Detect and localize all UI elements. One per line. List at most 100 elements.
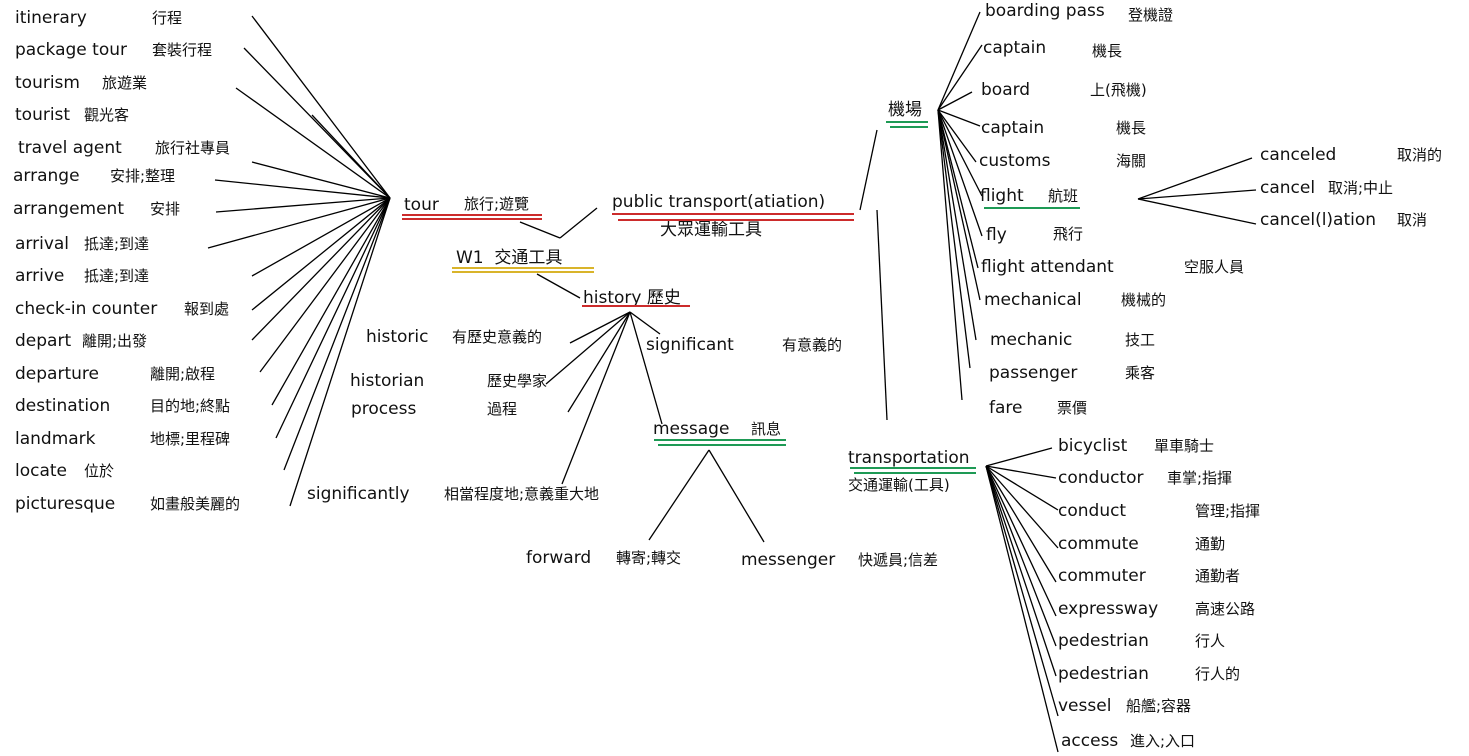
airport-word-translation: 海關: [1116, 152, 1147, 170]
tour-word: tourist: [15, 105, 71, 125]
tour-word-translation: 套裝行程: [152, 41, 213, 59]
history-word: significantly: [307, 484, 410, 504]
airport-word-translation: 登機證: [1128, 6, 1174, 24]
history-hub: history 歷史: [583, 288, 681, 308]
message-hub: message: [653, 419, 730, 439]
message-word: messenger: [741, 550, 836, 570]
airport-word: captain: [983, 38, 1047, 58]
tour-word-translation: 抵達;到達: [84, 235, 150, 253]
airport-word-translation: 機長: [1092, 42, 1123, 60]
tour-word-translation: 旅行社專員: [155, 139, 231, 157]
airport-hub: 機場: [888, 100, 922, 120]
message-underline-2: [658, 444, 786, 446]
flight-word-translation: 取消的: [1397, 146, 1443, 164]
transportation-word: conductor: [1058, 468, 1144, 488]
airport-word: boarding pass: [985, 1, 1105, 21]
message-word-translation: 轉寄;轉交: [616, 549, 682, 567]
tour-word: package tour: [15, 40, 128, 60]
airport-word: customs: [979, 151, 1051, 171]
transportation-underline-2: [854, 472, 976, 474]
tour-word-translation: 地標;里程碑: [150, 430, 231, 448]
tour-word: arrival: [15, 234, 70, 254]
flight-hub-translation: 航班: [1048, 187, 1079, 205]
airport-word-translation: 飛行: [1053, 225, 1084, 243]
airport-word: flight attendant: [981, 257, 1114, 277]
airport-word: board: [981, 80, 1031, 100]
transportation-word-translation: 行人的: [1195, 665, 1241, 683]
tour-word-translation: 安排;整理: [110, 167, 176, 185]
flight-hub: flight: [980, 186, 1024, 206]
tour-word-translation: 離開;啟程: [150, 365, 216, 383]
flight-word: cancel(l)ation: [1260, 210, 1377, 230]
public-transport-underline: [612, 213, 854, 215]
airport-word: mechanic: [990, 330, 1073, 350]
tour-word-translation: 觀光客: [84, 106, 130, 124]
tour-word: departure: [15, 364, 99, 384]
tour-word: depart: [15, 331, 72, 351]
transportation-word-translation: 通勤: [1195, 535, 1226, 553]
map-title: W1 交通工具: [456, 248, 563, 268]
transportation-word: commuter: [1058, 566, 1146, 586]
connector-lines: [207, 11, 1257, 753]
transportation-word-translation: 單車騎士: [1154, 437, 1215, 455]
transportation-word: conduct: [1058, 501, 1127, 521]
public-transport-hub: public transport(atiation): [612, 192, 826, 212]
transportation-word: expressway: [1058, 599, 1159, 619]
history-word-translation: 歷史學家: [487, 372, 548, 390]
transportation-word-translation: 進入;入口: [1130, 732, 1196, 750]
flight-word-translation: 取消;中止: [1328, 179, 1394, 197]
flight-word-translation: 取消: [1397, 211, 1428, 229]
airport-word-translation: 乘客: [1125, 364, 1156, 382]
airport-word-translation: 空服人員: [1184, 258, 1245, 276]
transportation-translation: 交通運輸(工具): [848, 476, 950, 494]
tour-hub-translation: 旅行;遊覽: [464, 195, 530, 213]
airport-word: fly: [986, 225, 1007, 245]
public-transport-underline-2: [618, 219, 854, 221]
transportation-word: pedestrian: [1058, 664, 1149, 684]
tour-word-translation: 行程: [152, 9, 183, 27]
airport-word-translation: 機長: [1116, 119, 1147, 137]
tour-word: locate: [15, 461, 68, 481]
tour-word-translation: 離開;出發: [82, 332, 148, 350]
airport-word: captain: [981, 118, 1045, 138]
tour-word: arrive: [15, 266, 65, 286]
tour-word-translation: 目的地;終點: [150, 397, 231, 415]
tour-word: tourism: [15, 73, 80, 93]
message-hub-translation: 訊息: [751, 420, 782, 438]
tour-word-translation: 如畫般美麗的: [150, 495, 241, 513]
history-word: process: [351, 399, 417, 419]
airport-word: passenger: [989, 363, 1078, 383]
tour-word: itinerary: [15, 8, 87, 28]
flight-underline: [984, 207, 1080, 209]
history-word-translation: 相當程度地;意義重大地: [444, 485, 600, 503]
history-word: historian: [350, 371, 425, 391]
transportation-word: vessel: [1058, 696, 1112, 716]
airport-underline-2: [890, 126, 928, 128]
airport-word-translation: 技工: [1125, 331, 1156, 349]
transportation-word-translation: 通勤者: [1195, 567, 1241, 585]
history-word-translation: 有歷史意義的: [452, 328, 543, 346]
history-word: significant: [646, 335, 734, 355]
tour-word: picturesque: [15, 494, 116, 514]
transportation-word-translation: 高速公路: [1195, 600, 1256, 618]
map-title-underline: [452, 267, 594, 269]
tour-word: check-in counter: [15, 299, 158, 319]
map-title-underline-2: [452, 271, 594, 273]
airport-word-translation: 上(飛機): [1090, 81, 1147, 99]
tour-underline-2: [402, 218, 542, 220]
transportation-word-translation: 船艦;容器: [1126, 697, 1192, 715]
transportation-word: pedestrian: [1058, 631, 1149, 651]
tour-word: arrange: [13, 166, 80, 186]
tour-word-translation: 旅遊業: [102, 74, 148, 92]
airport-underline: [886, 121, 928, 123]
transportation-underline: [850, 467, 976, 469]
history-word-translation: 有意義的: [782, 336, 843, 354]
transportation-word-translation: 行人: [1195, 632, 1226, 650]
flight-word: canceled: [1260, 145, 1337, 165]
public-transport-translation: 大眾運輸工具: [660, 220, 762, 240]
message-underline: [654, 439, 786, 441]
tour-word-translation: 報到處: [184, 300, 230, 318]
transportation-word-translation: 車掌;指揮: [1167, 469, 1233, 487]
airport-word: mechanical: [984, 290, 1082, 310]
